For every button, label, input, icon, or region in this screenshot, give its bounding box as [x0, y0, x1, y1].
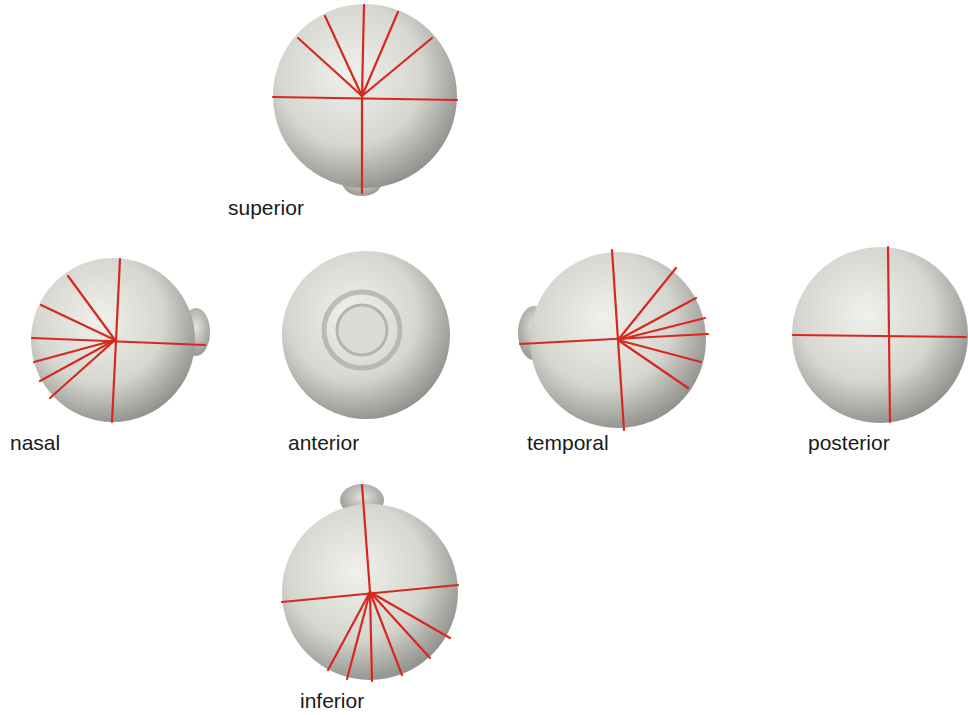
superior-view: [273, 4, 457, 196]
view-label: posterior: [808, 432, 890, 453]
nasal-view: [31, 258, 210, 422]
view-label: anterior: [288, 432, 359, 453]
inferior-view: [282, 484, 458, 681]
posterior-view: [792, 247, 968, 423]
view-label: temporal: [527, 432, 609, 453]
view-label: nasal: [10, 432, 60, 453]
anterior-view: [282, 251, 450, 419]
view-label: inferior: [300, 690, 364, 711]
temporal-view: [518, 250, 708, 430]
view-label: superior: [228, 197, 304, 218]
